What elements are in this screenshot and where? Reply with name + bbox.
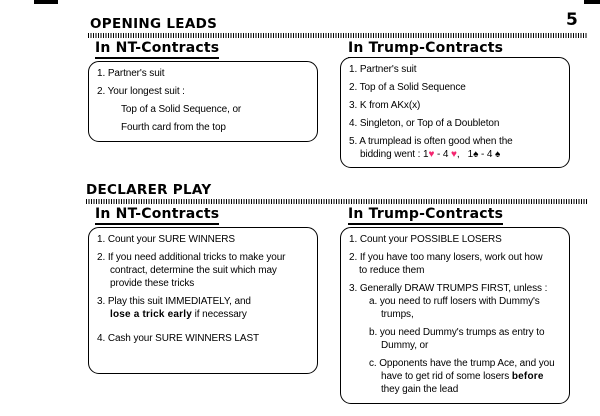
section-divider xyxy=(86,199,588,204)
top-right-mark xyxy=(584,0,600,4)
spade-icon: ♠ xyxy=(473,149,479,160)
opening-nt-box: 1. Partner's suit 2. Your longest suit :… xyxy=(88,61,318,142)
list-item: 2. Your longest suit : xyxy=(97,86,185,97)
declarer-play-title: DECLARER PLAY xyxy=(86,182,212,198)
list-item: 2. If you need additional tricks to make… xyxy=(97,252,286,263)
bidding-text: - 4 xyxy=(434,149,452,160)
opening-leads-title: OPENING LEADS xyxy=(90,16,218,32)
list-item: 2. Top of a Solid Sequence xyxy=(349,82,466,93)
list-item: 3. Play this suit IMMEDIATELY, and xyxy=(97,296,251,307)
list-item: 4. Singleton, or Top of a Doubleton xyxy=(349,118,500,129)
heart-icon: ♥ xyxy=(451,149,457,160)
sub-list-item: c. Opponents have the trump Ace, and you xyxy=(369,358,555,369)
list-item: 2. If you have too many losers, work out… xyxy=(349,252,543,263)
list-item: 4. Cash your SURE WINNERS LAST xyxy=(97,333,260,344)
list-item: Fourth card from the top xyxy=(121,122,226,133)
declarer-nt-heading: In NT-Contracts xyxy=(95,206,220,225)
sub-list-item: they gain the lead xyxy=(381,384,459,395)
sub-list-item: trumps, xyxy=(381,309,414,320)
bidding-text: , 1 xyxy=(456,149,474,160)
list-item: contract, determine the suit which may xyxy=(110,265,277,276)
list-item: provide these tricks xyxy=(110,278,195,289)
list-item-text: if necessary xyxy=(191,309,247,320)
list-item: 1. Partner's suit xyxy=(97,68,165,79)
top-left-mark xyxy=(34,0,58,4)
list-item: 1. Count your SURE WINNERS xyxy=(97,234,235,245)
list-item: 5. A trumplead is often good when the xyxy=(349,136,513,147)
list-item-text: have to get rid of some losers xyxy=(381,371,512,382)
list-item: 3. Generally DRAW TRUMPS FIRST, unless : xyxy=(349,283,548,294)
bidding-text: - 4 xyxy=(478,149,496,160)
bidding-line: bidding went : 1♥ - 4 ♥, 1♠ - 4 ♠ xyxy=(360,148,565,161)
list-item: 1. Count your POSSIBLE LOSERS xyxy=(349,234,502,245)
declarer-trump-heading: In Trump-Contracts xyxy=(348,206,504,225)
declarer-trump-box: 1. Count your POSSIBLE LOSERS 2. If you … xyxy=(340,227,570,404)
heart-icon: ♥ xyxy=(428,149,435,160)
declarer-nt-box: 1. Count your SURE WINNERS 2. If you nee… xyxy=(88,227,318,374)
opening-nt-heading: In NT-Contracts xyxy=(95,40,220,59)
emphasis-text: before xyxy=(511,371,544,382)
bidding-text: bidding went : 1 xyxy=(360,149,429,160)
sub-list-item: have to get rid of some losers before xyxy=(381,370,565,383)
section-divider xyxy=(88,33,588,38)
sub-list-item: a. you need to ruff losers with Dummy's xyxy=(369,296,540,307)
list-item: Top of a Solid Sequence, or xyxy=(121,104,242,115)
opening-trump-box: 1. Partner's suit 2. Top of a Solid Sequ… xyxy=(340,57,570,168)
spade-icon: ♠ xyxy=(495,149,501,160)
sub-list-item: b. you need Dummy's trumps as entry to xyxy=(369,327,545,338)
list-item: 3. K from AKx(x) xyxy=(349,100,421,111)
list-item: to reduce them xyxy=(359,265,425,276)
sub-list-item: Dummy, or xyxy=(381,340,429,351)
list-item: 1. Partner's suit xyxy=(349,64,417,75)
list-item: lose a trick early if necessary xyxy=(110,308,313,321)
page-number: 5 xyxy=(566,10,579,30)
emphasis-text: lose a trick early xyxy=(110,309,192,320)
